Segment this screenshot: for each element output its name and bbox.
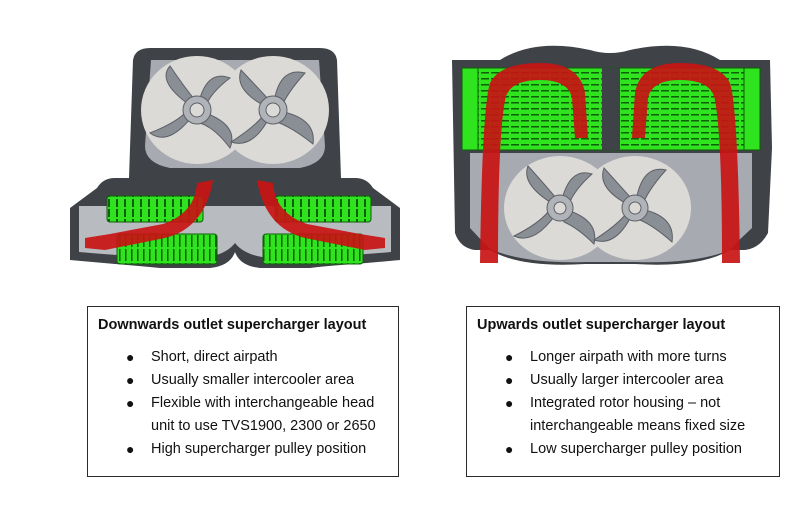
left-bullet-list: ●Short, direct airpath ●Usually smaller … (98, 346, 386, 461)
bullet-dot-icon: ● (505, 349, 514, 365)
right-bullet-item: ●Usually larger intercooler area (505, 369, 767, 392)
rotor-right (592, 167, 673, 243)
bullet-dot-icon: ● (126, 441, 135, 457)
left-box-title: Downwards outlet supercharger layout (98, 317, 367, 333)
downwards-outlet-info-box: Downwards outlet supercharger layout ●Sh… (87, 306, 399, 477)
rotor-left (148, 65, 233, 150)
bullet-dot-icon: ● (505, 441, 514, 457)
left-bullet-item: ●Usually smaller intercooler area (126, 369, 386, 392)
intercooler-side-right (743, 67, 761, 151)
rotor-left (512, 165, 596, 245)
left-bullet-item: ●High supercharger pulley position (126, 438, 386, 461)
bullet-dot-icon: ● (505, 372, 514, 388)
bullet-dot-icon: ● (126, 372, 135, 388)
bullet-dot-icon: ● (126, 349, 135, 365)
rotor-right (229, 69, 314, 145)
upwards-outlet-supercharger-diagram (452, 45, 772, 265)
intercooler-side-left (461, 67, 479, 151)
right-bullet-item: ●Longer airpath with more turns (505, 346, 767, 369)
airflow-loop-right (632, 63, 740, 263)
airflow-arrow-right (257, 180, 385, 250)
bullet-dot-icon: ● (126, 395, 135, 411)
right-box-title: Upwards outlet supercharger layout (477, 317, 726, 333)
right-bullet-list: ●Longer airpath with more turns ●Usually… (477, 346, 767, 461)
left-bullet-item: ●Short, direct airpath (126, 346, 386, 369)
airflow-arrow-left (85, 180, 213, 250)
bullet-dot-icon: ● (505, 395, 514, 411)
airflow-loop-left (480, 63, 588, 263)
right-bullet-item: ●Low supercharger pulley position (505, 438, 767, 461)
upwards-outlet-info-box: Upwards outlet supercharger layout ●Long… (466, 306, 780, 477)
downwards-outlet-supercharger-diagram (70, 48, 400, 268)
